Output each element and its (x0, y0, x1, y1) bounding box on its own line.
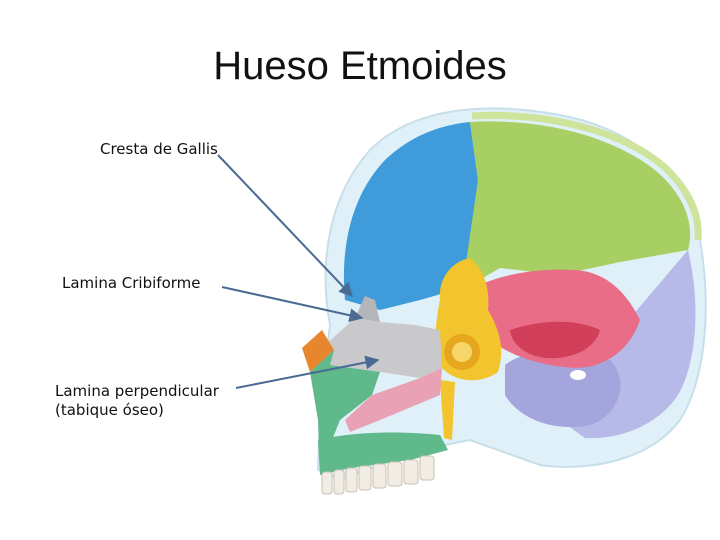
parietal-rim (471, 111, 702, 241)
parietal-bone (462, 121, 691, 290)
slide-title: Hueso Etmoides (213, 44, 507, 88)
vomer (345, 368, 442, 432)
label-crista-galli: Cresta de Gallis (100, 140, 218, 158)
label-perpendicular-line1: Lamina perpendicular (55, 382, 219, 400)
maxilla-palate (318, 432, 448, 475)
arrow-perpendicular-plate (235, 355, 380, 389)
ethmoid-bone (325, 318, 442, 378)
temporal-bone (462, 269, 640, 368)
arrow-cribiform-plate (221, 286, 364, 323)
teeth (321, 455, 435, 495)
internal-acoustic-meatus (570, 370, 586, 380)
occipital-inner (505, 351, 621, 427)
temporal-dark (510, 321, 600, 359)
nasal-bone (302, 330, 334, 372)
pterygoid (440, 380, 455, 440)
sella-inner (452, 342, 472, 362)
label-perpendicular-line2: (tabique óseo) (55, 401, 164, 419)
label-cribiform-plate: Lamina Cribiforme (62, 274, 201, 292)
label-perpendicular-plate: Lamina perpendicular (tabique óseo) (55, 382, 219, 420)
frontal-bone (343, 122, 478, 310)
arrow-crista-galli (217, 154, 353, 298)
